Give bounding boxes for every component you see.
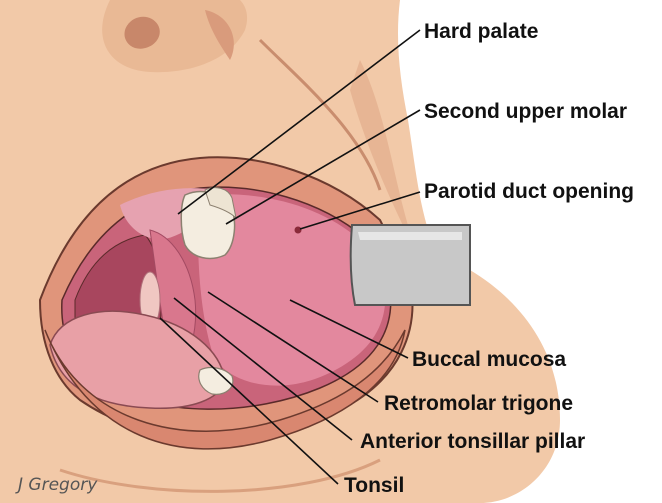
label-anterior-tonsillar-pillar: Anterior tonsillar pillar [360,430,585,453]
leader-anterior-pillar [173,297,353,441]
leader-second-upper-molar [225,109,421,225]
leader-retromolar-trigone [207,291,379,403]
nostril [124,16,160,49]
retractor-blade [349,224,471,306]
leader-parotid-duct [299,191,421,230]
parotid-duct-dot [294,226,302,234]
label-retromolar-trigone: Retromolar trigone [384,392,573,415]
chin-shadow [59,458,381,493]
label-buccal-mucosa: Buccal mucosa [412,348,566,371]
leader-lines [159,29,421,485]
label-second-upper-molar: Second upper molar [424,100,627,123]
cheek-retractor [349,224,471,306]
cheek-shadow [350,60,420,260]
label-hard-palate: Hard palate [424,20,538,43]
label-tonsil: Tonsil [344,474,404,497]
lower-lip [44,329,406,450]
mouth [38,156,414,450]
leader-buccal-mucosa [289,299,409,359]
buccal-mucosa [198,194,386,386]
leader-tonsil [159,317,339,485]
nasolabial-fold [258,38,382,191]
lower-tooth [198,366,234,395]
labels: Hard palate Second upper molar Parotid d… [15,20,634,497]
label-parotid-duct-opening: Parotid duct opening [424,180,634,203]
nose-wing [205,10,234,60]
retractor-highlight [358,232,462,240]
leader-hard-palate [177,29,421,215]
artist-signature: J Gregory [15,475,98,495]
